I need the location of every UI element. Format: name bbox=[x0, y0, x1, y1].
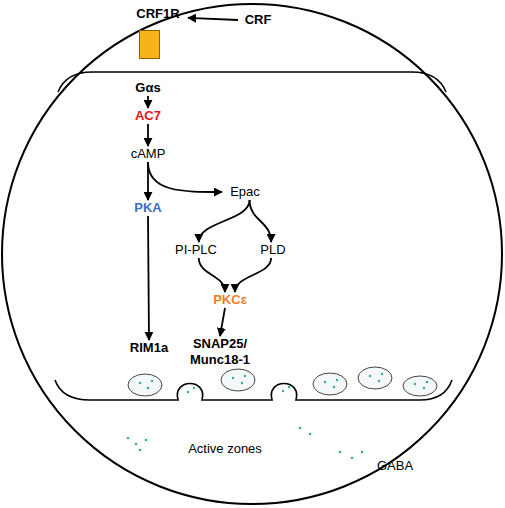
node-text: cAMP bbox=[123, 146, 173, 162]
signal-arrow bbox=[148, 216, 149, 340]
effector-node: Epac bbox=[222, 184, 268, 200]
kinase-node: PKA bbox=[127, 200, 169, 216]
kinase-node: PKCε bbox=[205, 292, 255, 308]
region-label: Active zones bbox=[170, 441, 280, 457]
node-text: PLD bbox=[254, 242, 292, 258]
ligand-label: CRF bbox=[238, 12, 278, 28]
enzyme-node: PLD bbox=[254, 242, 292, 258]
signal-arrow bbox=[199, 258, 225, 292]
vesicles bbox=[128, 367, 437, 396]
protein-node: SNAP25/ Munc18-1 bbox=[182, 336, 258, 368]
transmitter-label: GABA bbox=[370, 458, 420, 474]
node-text: RIM1a bbox=[124, 340, 174, 356]
node-text: CRF1R bbox=[128, 6, 188, 22]
node-text: PI-PLC bbox=[168, 242, 224, 258]
signal-arrow bbox=[188, 18, 238, 20]
node-text: CRF bbox=[238, 12, 278, 28]
node-text: AC7 bbox=[128, 108, 168, 124]
protein-node: Gαs bbox=[130, 80, 166, 96]
signal-arrow bbox=[147, 96, 149, 108]
signal-arrow bbox=[235, 258, 271, 292]
top-membrane bbox=[58, 72, 446, 92]
node-text: Epac bbox=[222, 184, 268, 200]
node-text: Gαs bbox=[130, 80, 166, 96]
node-text: PKCε bbox=[205, 292, 255, 308]
signal-arrow bbox=[148, 162, 222, 192]
protein-node: RIM1a bbox=[124, 340, 174, 356]
enzyme-node: PI-PLC bbox=[168, 242, 224, 258]
receptor-node: CRF1R bbox=[128, 6, 188, 60]
receptor-symbol bbox=[139, 30, 160, 59]
signal-arrow bbox=[147, 124, 149, 146]
signal-arrow bbox=[199, 200, 250, 242]
node-text: PKA bbox=[127, 200, 169, 216]
gaba-dots bbox=[127, 373, 429, 460]
signal-arrow bbox=[220, 308, 225, 336]
signal-arrow bbox=[250, 200, 272, 242]
messenger-node: cAMP bbox=[123, 146, 173, 162]
enzyme-node: AC7 bbox=[128, 108, 168, 124]
cell-outline bbox=[2, 4, 502, 504]
node-text: SNAP25/ Munc18-1 bbox=[182, 336, 258, 368]
